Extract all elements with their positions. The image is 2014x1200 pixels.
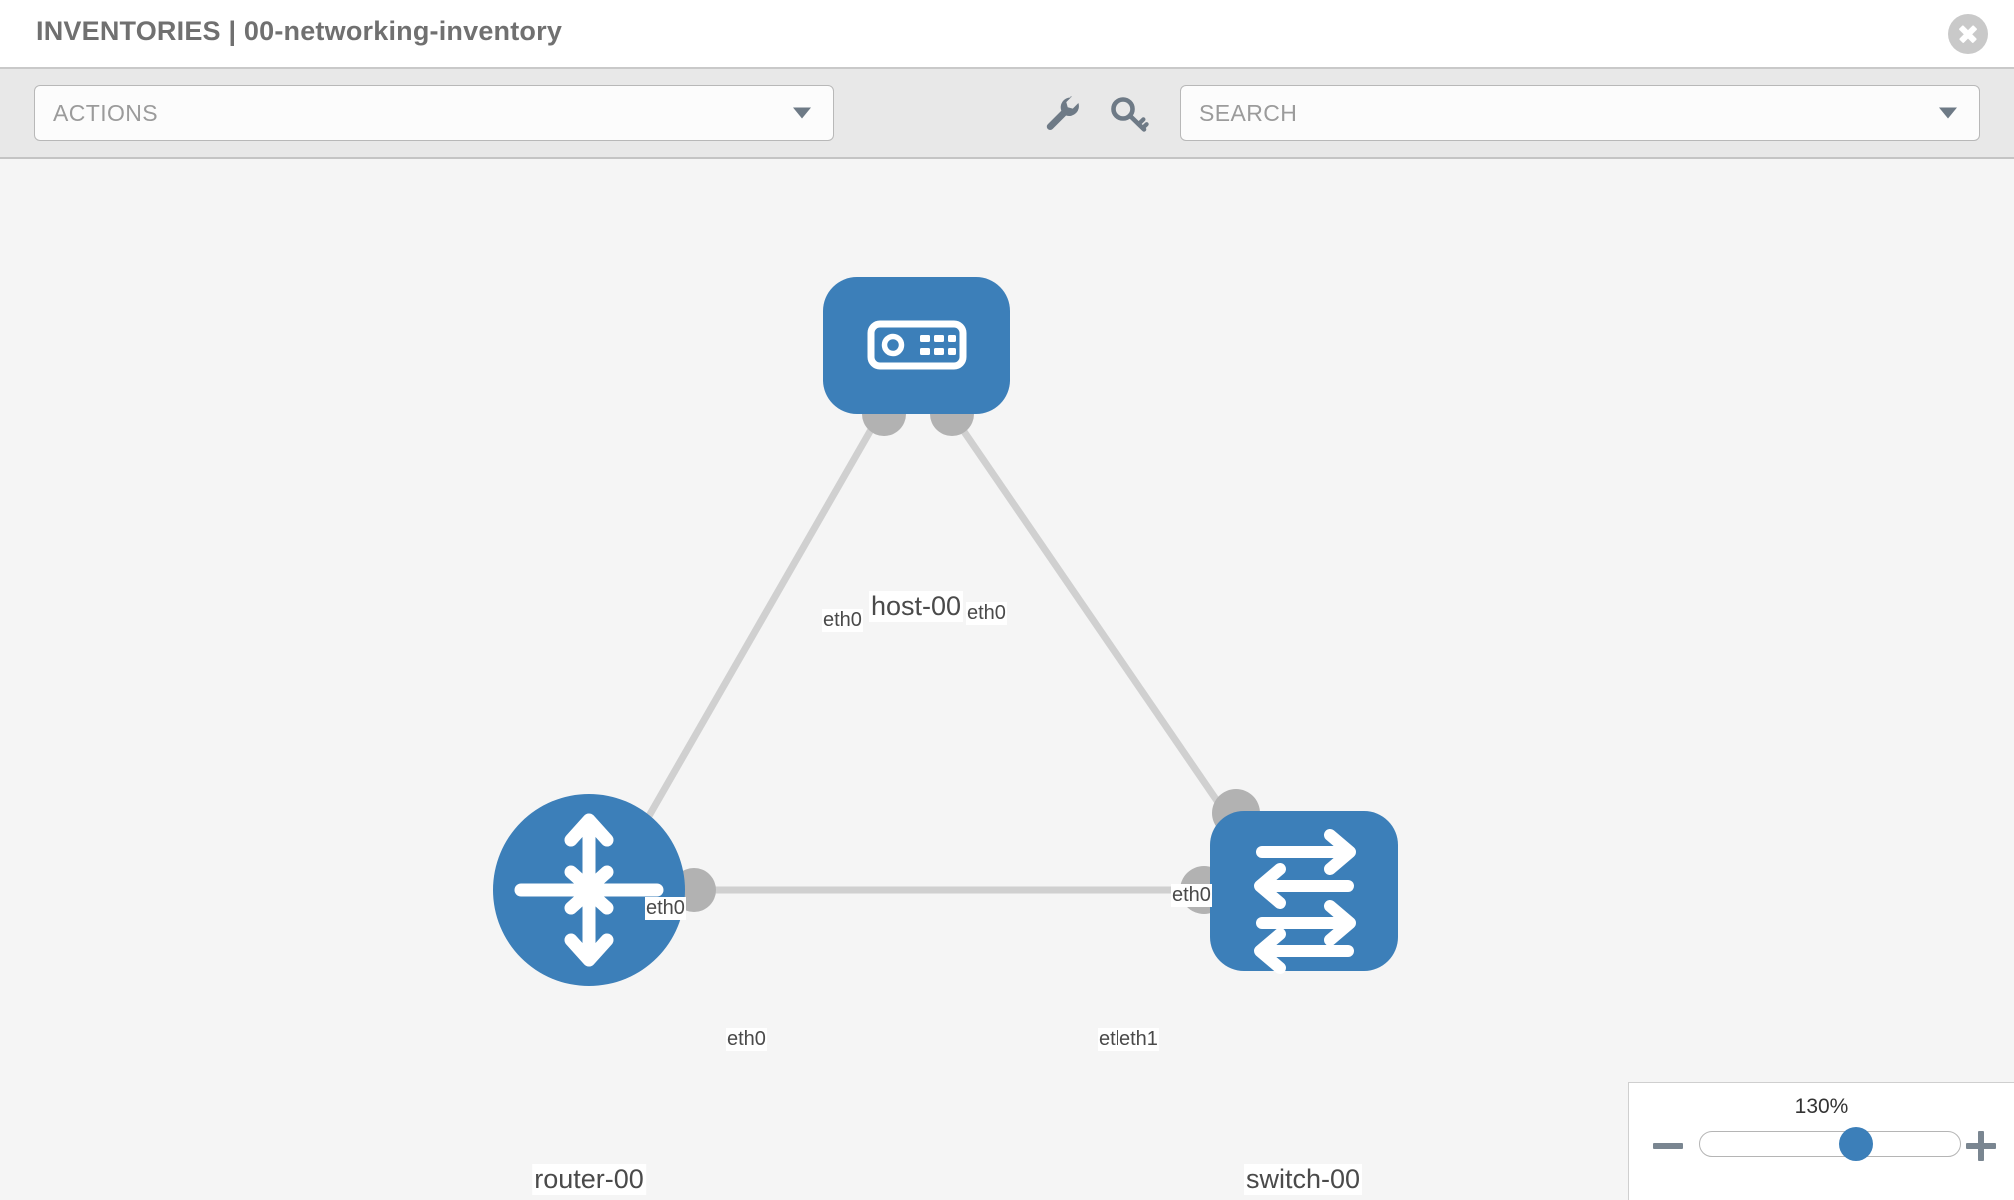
actions-dropdown-label: ACTIONS (53, 100, 159, 126)
zoom-control: 130% (1628, 1082, 2014, 1200)
minus-icon (1653, 1143, 1683, 1149)
wrench-icon[interactable] (1040, 91, 1084, 135)
key-icon[interactable] (1108, 91, 1152, 135)
node-label-router-00: router-00 (532, 1164, 646, 1195)
topology-graph (493, 277, 1398, 986)
interface-label-router-right: eth0 (726, 1028, 767, 1051)
close-icon[interactable] (1948, 14, 1988, 54)
plus-icon-vertical (1978, 1131, 1984, 1161)
page-title: INVENTORIES | 00-networking-inventory (36, 16, 563, 46)
zoom-percent-label: 130% (1794, 1095, 1849, 1118)
interface-label-switch-left: eth1 (1118, 1028, 1159, 1051)
node-host-00 (823, 277, 1010, 414)
node-label-switch-00: switch-00 (1243, 1164, 1363, 1195)
search-placeholder-label: SEARCH (1199, 100, 1298, 126)
interface-label-router-up: eth0 (645, 897, 686, 920)
zoom-out-button[interactable] (1653, 1131, 1683, 1161)
zoom-slider[interactable] (1699, 1127, 1961, 1161)
link-host-switch (949, 412, 1253, 851)
search-input[interactable]: SEARCH (1180, 85, 1980, 141)
actions-dropdown[interactable]: ACTIONS (34, 85, 834, 141)
chevron-down-icon (1939, 107, 1957, 119)
toolbar: ACTIONS SEARCH (0, 69, 2014, 159)
node-switch-00 (1210, 811, 1398, 974)
zoom-in-button[interactable] (1966, 1131, 1996, 1161)
chevron-down-icon (793, 107, 811, 119)
link-router-host (626, 412, 884, 851)
interface-label-host-right: eth0 (966, 602, 1007, 625)
node-router-00 (493, 794, 685, 986)
page-header: INVENTORIES | 00-networking-inventory (0, 0, 2014, 69)
interface-label-host-left: eth0 (822, 609, 863, 632)
interface-label-switch-up: eth0 (1171, 884, 1212, 907)
node-label-host-00: host-00 (868, 591, 964, 622)
topology-canvas[interactable]: host-00 router-00 switch-00 eth0 eth0 et… (0, 159, 2014, 1200)
zoom-slider-thumb[interactable] (1839, 1127, 1873, 1161)
